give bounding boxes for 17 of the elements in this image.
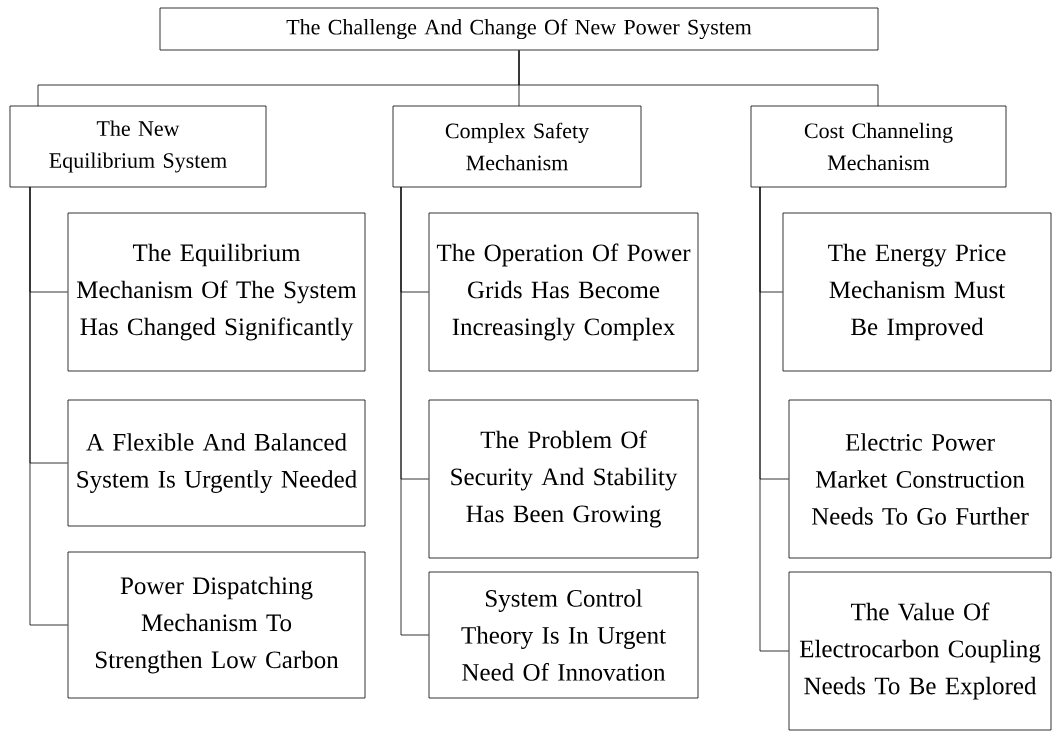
item-box: The Value Of Electrocarbon Coupling Needs To Be Explored xyxy=(788,571,1052,731)
item-box: Electric Power Market Construction Needs To Go Further xyxy=(788,399,1052,559)
title-box: The Challenge And Change Of New Power System xyxy=(159,7,879,51)
item-box: The Problem Of Security And Stability Has Been Growing xyxy=(428,399,699,559)
item-box: The Equilibrium Mechanism Of The System Has Changed Significantly xyxy=(67,212,366,372)
connector xyxy=(518,50,879,107)
item-box: System Control Theory Is In Urgent Need Of Innovation xyxy=(428,571,699,699)
item-box: Power Dispatching Mechanism To Strengthen Low Carbon xyxy=(67,551,366,699)
item-box: A Flexible And Balanced System Is Urgently Needed xyxy=(67,399,366,527)
category-box: Cost Channeling Mechanism xyxy=(750,105,1007,188)
connector xyxy=(759,186,789,652)
category-box: Complex Safety Mechanism xyxy=(392,105,642,188)
item-box: The Operation Of Power Grids Has Become Increasingly Complex xyxy=(428,212,699,372)
connector xyxy=(400,186,429,636)
connector xyxy=(29,186,68,626)
category-box: The New Equilibrium System xyxy=(9,105,267,188)
item-box: The Energy Price Mechanism Must Be Improved xyxy=(782,212,1052,372)
